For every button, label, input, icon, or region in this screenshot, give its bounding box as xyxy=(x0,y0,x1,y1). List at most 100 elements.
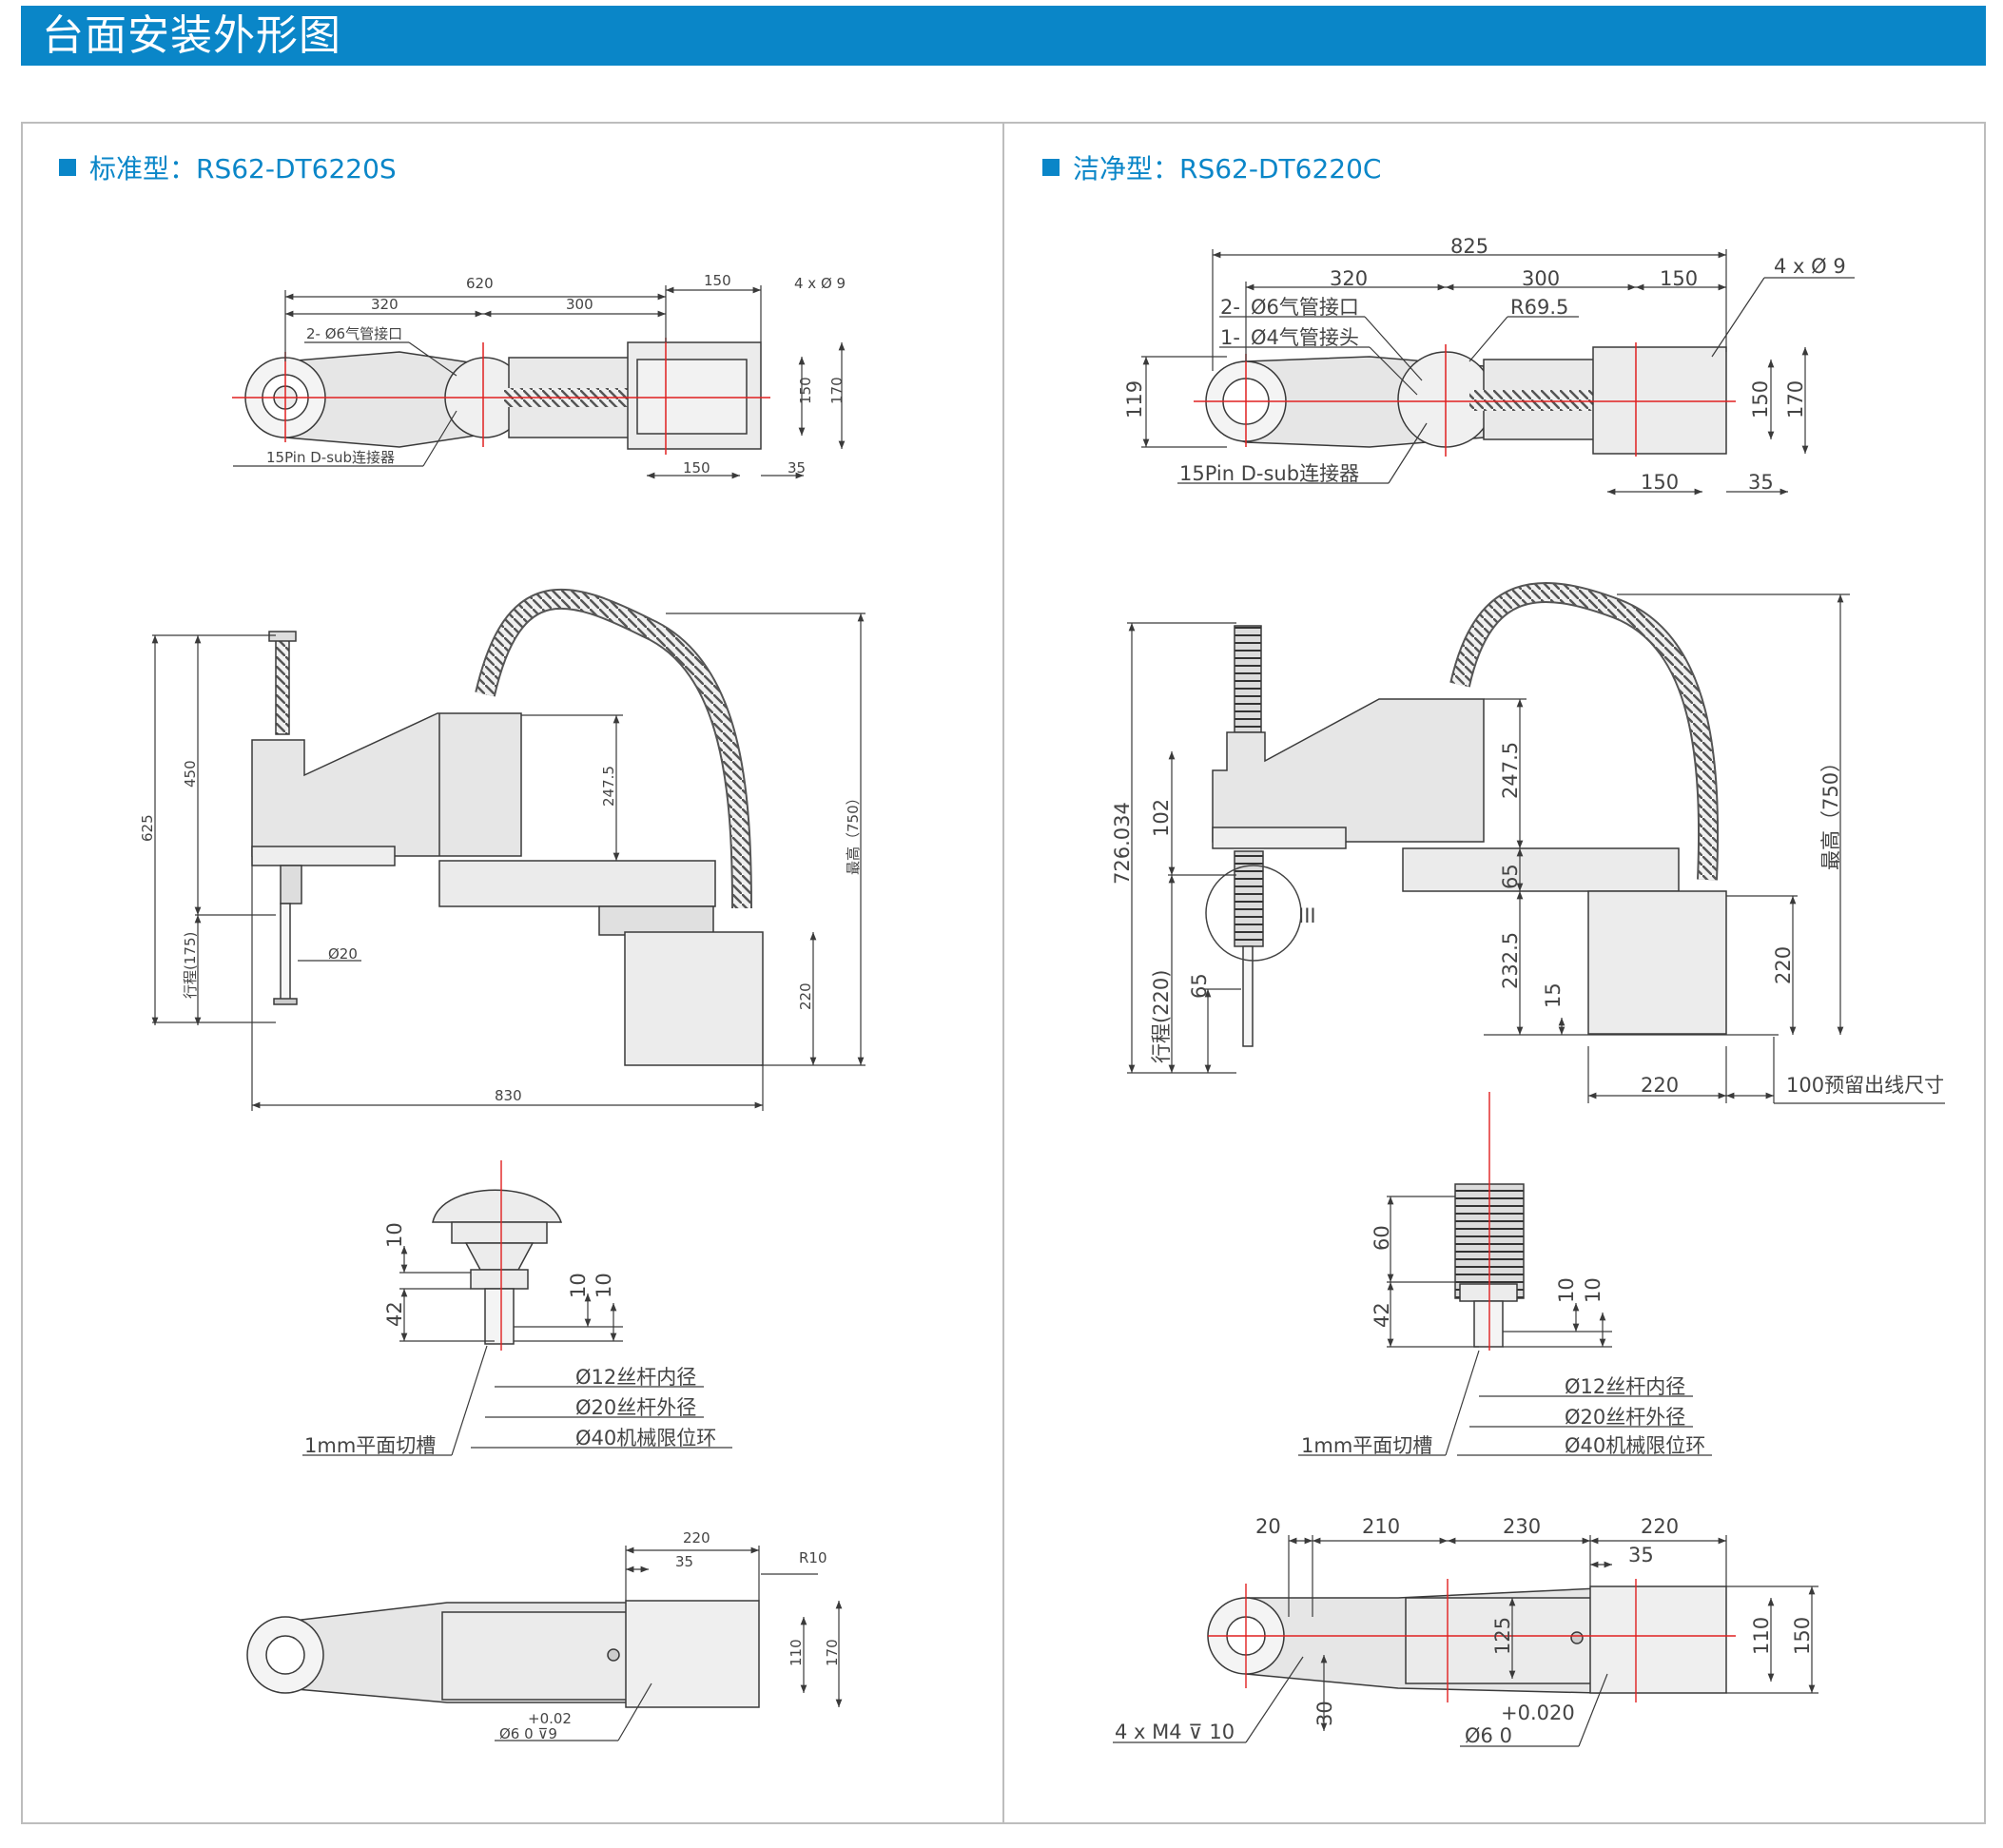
limit-ring: Ø40机械限位环 xyxy=(575,1427,716,1449)
air2-count: 1- xyxy=(1220,326,1240,349)
left-base-labels: 220 35 R10 110 170 +0.02 Ø6 0 ⊽9 xyxy=(499,1529,841,1742)
dim-110: 110 xyxy=(788,1639,805,1666)
dim-150-v: 150 xyxy=(1749,380,1772,418)
right-detail-labels: 60 42 10 10 Ø12丝杆内径 Ø20丝杆外径 Ø40机械限位环 1mm… xyxy=(1301,1225,1705,1457)
right-base-centerlines xyxy=(1208,1579,1736,1702)
dim-150-b: 150 xyxy=(683,459,710,477)
arm1-body xyxy=(251,712,522,857)
shaft-20: Ø20 xyxy=(328,945,358,963)
right-side-dimlines xyxy=(1127,593,1945,1104)
tolerance: +0.02 xyxy=(528,1710,572,1727)
dim-220: 220 xyxy=(1641,1515,1679,1538)
right-detail-dimlines xyxy=(1298,1196,1712,1456)
left-base-dimlines xyxy=(495,1546,843,1741)
dim-119: 119 xyxy=(1123,380,1146,418)
dsub-label: 15Pin D-sub连接器 xyxy=(266,449,395,466)
air1-label: Ø6气管接口 xyxy=(1251,296,1359,319)
dim-170-v: 170 xyxy=(828,377,846,404)
right-base-labels: 20 210 230 220 35 125 110 150 4 x M4 ⊽ 1… xyxy=(1115,1515,1814,1747)
ball-screw xyxy=(275,638,290,735)
dim-10-b: 10 xyxy=(567,1273,590,1298)
dim-247-5: 247.5 xyxy=(1499,742,1522,799)
dim-35-b: 35 xyxy=(1748,471,1774,494)
inner-diameter: Ø12丝杆内径 xyxy=(575,1366,696,1389)
dim-150-b: 150 xyxy=(1641,471,1679,494)
page-title: 台面安装外形图 xyxy=(42,11,341,60)
dim-230: 230 xyxy=(1503,1515,1541,1538)
holes-label: 4 x Ø 9 xyxy=(794,275,846,292)
tolerance: +0.020 xyxy=(1501,1702,1575,1724)
left-side-dimlines xyxy=(151,613,865,1111)
dim-42: 42 xyxy=(1371,1302,1393,1328)
detail-mark: III xyxy=(1298,905,1316,927)
dim-35-b: 35 xyxy=(788,459,806,477)
left-detail-labels: 10 42 10 10 Ø12丝杆内径 Ø20丝杆外径 Ø40机械限位环 1mm… xyxy=(304,1222,716,1457)
dim-247-5: 247.5 xyxy=(600,766,617,807)
dim-150: 150 xyxy=(704,272,731,289)
base-block xyxy=(624,931,764,1066)
dim-150-v: 150 xyxy=(797,377,814,404)
left-base-view xyxy=(246,1600,760,1708)
stroke-175: 行程(175) xyxy=(182,932,199,999)
limit-ring: Ø40机械限位环 xyxy=(1565,1434,1705,1457)
right-base-view xyxy=(1207,1585,1727,1694)
dim-170: 170 xyxy=(824,1639,841,1666)
right-heading-text: 洁净型：RS62-DT6220C xyxy=(1073,153,1382,185)
right-panel-heading: 洁净型：RS62-DT6220C xyxy=(1042,148,1381,186)
outer-diameter: Ø20丝杆外径 xyxy=(575,1396,696,1419)
dim-625: 625 xyxy=(139,814,156,842)
max-height: 最高（750） xyxy=(845,790,862,875)
right-top-centerlines xyxy=(1194,342,1736,457)
left-panel-heading: 标准型：RS62-DT6220S xyxy=(59,148,397,186)
dim-65-a: 65 xyxy=(1188,973,1211,999)
dim-35: 35 xyxy=(675,1553,693,1570)
right-side-labels: 726.034 102 行程(220) 65 III 247.5 65 232.… xyxy=(1111,742,1944,1097)
dim-620: 620 xyxy=(466,275,494,292)
right-top-labels: 825 320 300 150 4 x Ø 9 2- Ø6气管接口 R69.5 … xyxy=(1123,235,1846,494)
outer-diameter: Ø20丝杆外径 xyxy=(1565,1406,1685,1429)
r10-label: R10 xyxy=(799,1549,827,1566)
dim-150: 150 xyxy=(1791,1617,1814,1655)
dim-300: 300 xyxy=(566,296,593,313)
square-bullet-icon xyxy=(1042,159,1060,176)
air-port-label: 2- Ø6气管接口 xyxy=(306,325,402,342)
left-side-labels: 625 450 行程(175) Ø20 247.5 最高（750） 220 83… xyxy=(139,760,862,1104)
right-side-view xyxy=(1205,581,1727,1047)
dim-300: 300 xyxy=(1522,267,1560,290)
left-side-view xyxy=(251,588,764,1066)
dim-220: 220 xyxy=(797,982,814,1010)
r69-label: R69.5 xyxy=(1510,296,1568,319)
dim-10-c: 10 xyxy=(593,1273,615,1298)
right-base-dimlines xyxy=(1113,1535,1818,1747)
dim-830: 830 xyxy=(495,1087,522,1104)
arm2-bar xyxy=(438,860,716,907)
holes-label: 4 x Ø 9 xyxy=(1774,255,1846,278)
pin-hole: Ø6 0 ⊽9 xyxy=(499,1725,557,1742)
dim-726: 726.034 xyxy=(1111,802,1134,885)
air2-label: Ø4气管接头 xyxy=(1251,326,1359,349)
dim-10: 10 xyxy=(383,1222,406,1248)
right-top-view xyxy=(1205,346,1727,455)
left-detail-dimlines xyxy=(302,1246,732,1456)
dim-320: 320 xyxy=(371,296,399,313)
left-detail-view xyxy=(432,1189,563,1345)
pin-hole: Ø6 0 xyxy=(1465,1724,1512,1747)
groove-label: 1mm平面切槽 xyxy=(1301,1434,1432,1457)
dim-42: 42 xyxy=(383,1301,406,1327)
square-bullet-icon xyxy=(59,159,76,176)
air1-count: 2- xyxy=(1220,296,1240,319)
dim-220: 220 xyxy=(683,1529,710,1546)
left-heading-text: 标准型：RS62-DT6220S xyxy=(89,153,397,185)
max-height: 最高（750） xyxy=(1819,752,1842,870)
dim-220-h: 220 xyxy=(1641,1074,1679,1097)
stroke-220: 行程(220) xyxy=(1150,970,1173,1063)
dim-20: 20 xyxy=(1255,1515,1281,1538)
dim-30: 30 xyxy=(1313,1701,1336,1726)
left-top-centerlines xyxy=(232,338,770,455)
title-banner: 台面安装外形图 xyxy=(21,6,1986,66)
panel-divider xyxy=(1002,122,1004,1824)
right-top-dimlines xyxy=(1141,249,1855,496)
dim-110: 110 xyxy=(1750,1617,1773,1655)
dsub-label: 15Pin D-sub连接器 xyxy=(1179,462,1359,485)
